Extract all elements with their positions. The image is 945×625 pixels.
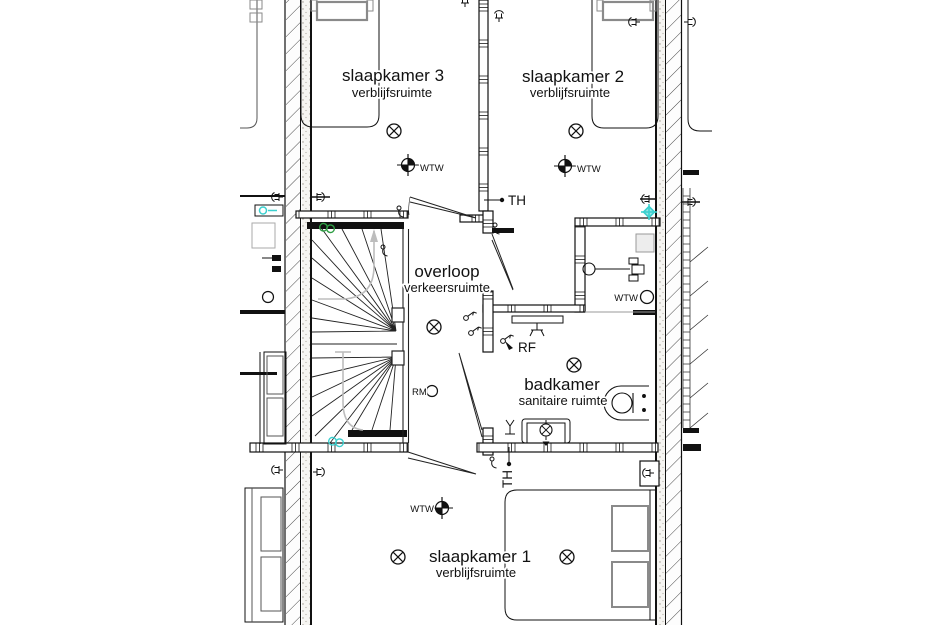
door-badkamer [458, 352, 483, 438]
wtw-label: WTW [410, 504, 434, 515]
socket-icon [312, 467, 325, 477]
adjacent-stair [682, 188, 709, 429]
room-type-overloop: verkeersruimte [404, 280, 490, 295]
bed-slaapkamer3 [300, 0, 380, 128]
door-slaapkamer3 [408, 196, 477, 219]
wtw-valves [396, 153, 655, 520]
rf-label: RF [518, 340, 536, 355]
socket-icon [628, 17, 641, 27]
annotation-marks [484, 197, 513, 467]
wtw-valve-icon [553, 154, 577, 178]
socket-icon [271, 465, 284, 475]
light-icon [566, 357, 582, 373]
wtw-label: WTW [420, 163, 444, 174]
room-labels: slaapkamer 3 verblijfsruimte slaapkamer … [340, 64, 626, 582]
switch-icon [468, 326, 483, 336]
room-type-badkamer: sanitaire ruimte [519, 393, 608, 408]
interior-walls [249, 0, 661, 456]
room-name-slaapkamer2: slaapkamer 2 [522, 67, 624, 86]
bed-slaapkamer2 [591, 0, 659, 129]
stair-walking-line [318, 231, 375, 431]
rm-detector-icon [425, 384, 439, 398]
vent-symbols [254, 204, 657, 448]
bed-slaapkamer1 [504, 489, 657, 621]
vent-cross-icon [641, 204, 657, 220]
room-name-badkamer: badkamer [524, 375, 600, 394]
mixer-tap-icon [539, 420, 553, 446]
wtw-valve-icon [430, 496, 454, 520]
rf-arrow-icon [505, 341, 513, 350]
room-type-slaapkamer2: verblijfsruimte [530, 85, 610, 100]
door-handle-icon [489, 456, 497, 469]
wtw-valve-icon [396, 153, 420, 177]
sockets [271, 0, 696, 487]
switch-icon [463, 311, 478, 321]
party-wall-right [655, 0, 683, 625]
light-icon [426, 319, 442, 335]
socket-icon [494, 10, 504, 23]
party-wall-left [284, 0, 312, 625]
room-name-slaapkamer3: slaapkamer 3 [342, 66, 444, 85]
light-icon [390, 549, 406, 565]
shower [582, 233, 655, 282]
door-slaapkamer1 [407, 451, 477, 475]
socket-icon [460, 0, 470, 8]
adjacent-unit-right [682, 0, 712, 429]
switch-icon [500, 334, 515, 344]
room-type-slaapkamer1: verblijfsruimte [436, 565, 516, 580]
socket-icon [683, 17, 696, 27]
symbol-labels: WTW WTW WTW WTW TH TH RM RF [409, 162, 639, 517]
doors [380, 196, 514, 475]
vent-box-icon [254, 204, 284, 217]
light-icon [559, 549, 575, 565]
room-name-slaapkamer1: slaapkamer 1 [429, 547, 531, 566]
room-name-overloop: overloop [414, 262, 479, 281]
washbasin-wall [511, 315, 564, 337]
washbasin [505, 418, 571, 446]
wtw-extract-icon [639, 289, 655, 305]
wtw-label: WTW [614, 293, 638, 304]
shower-drain [635, 233, 655, 253]
tap-icon [529, 323, 545, 337]
wtw-label: WTW [577, 164, 601, 175]
toilet [603, 385, 649, 421]
valve-icon [505, 419, 515, 435]
door-slaapkamer2 [491, 233, 514, 291]
adjacent-unit-left [240, 0, 287, 623]
light-icon [386, 123, 402, 139]
light-icon [568, 123, 584, 139]
rm-label: RM [412, 387, 427, 398]
staircase [311, 228, 410, 444]
th-label: TH [500, 470, 515, 488]
room-type-slaapkamer3: verblijfsruimte [352, 85, 432, 100]
th-label: TH [508, 193, 526, 208]
